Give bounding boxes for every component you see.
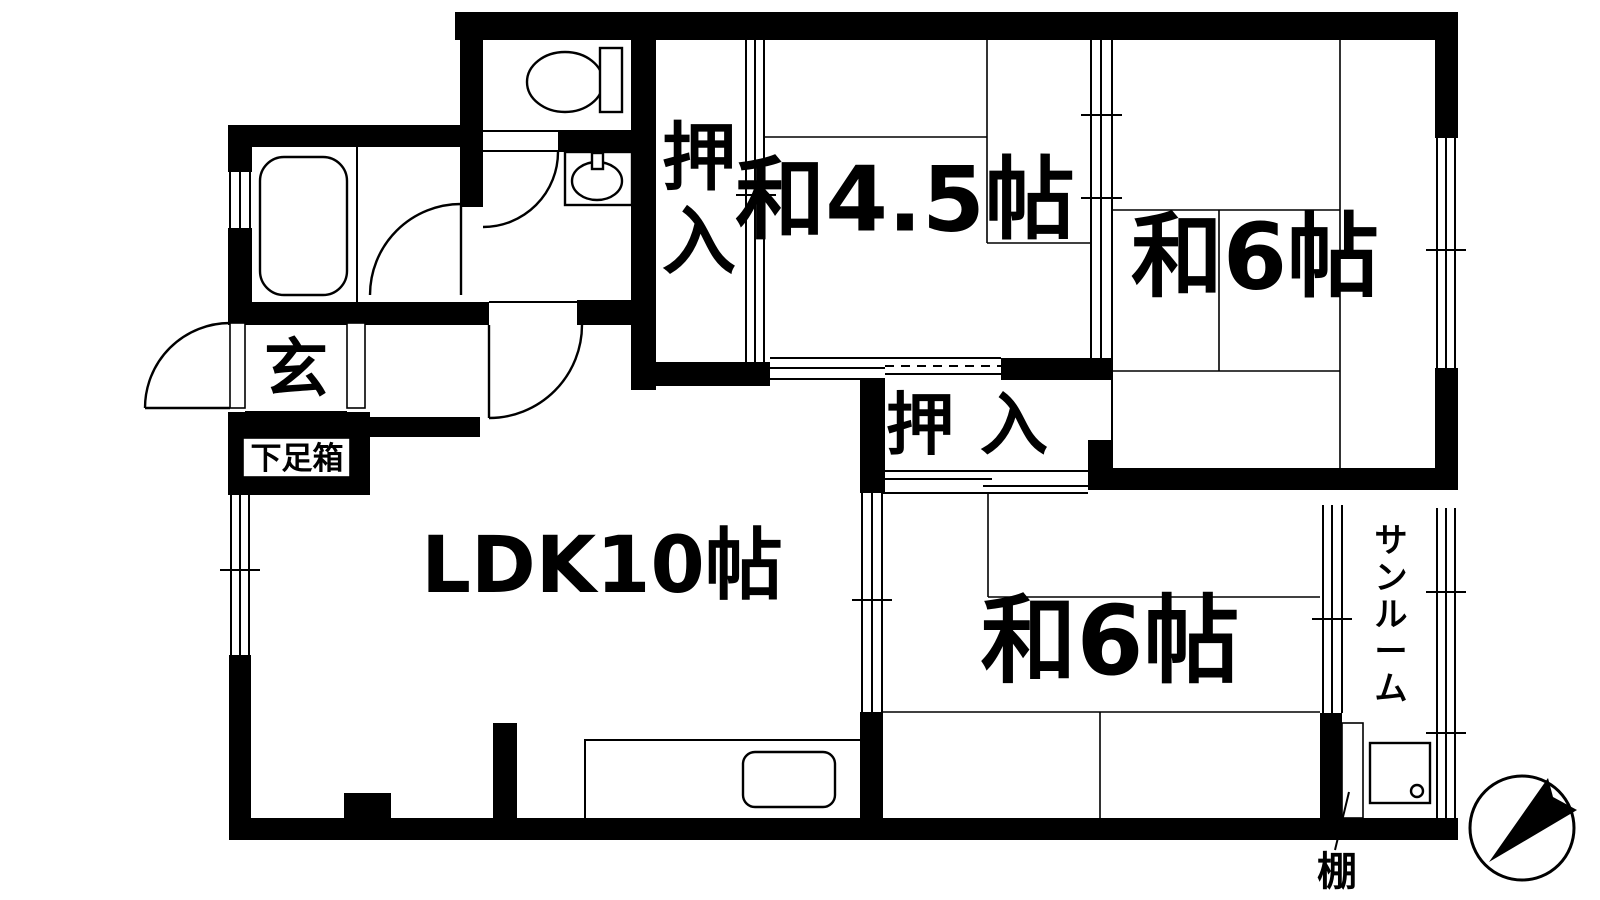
label-closet-upper-char2: 入: [662, 199, 736, 285]
kitchen-counter: [584, 739, 860, 818]
wall-stub-small: [344, 793, 391, 818]
doors: [143, 130, 584, 420]
room45-south-slider: [770, 357, 1113, 440]
washer-pan-icon: [1368, 741, 1432, 805]
label-room-6-lower: 和6帖: [981, 585, 1240, 697]
fixtures: [258, 46, 1577, 882]
wall-room45-south-right: [1001, 358, 1113, 380]
label-sunroom-char4: ー: [1375, 632, 1408, 671]
closet1-fusuma: [736, 40, 776, 362]
label-genkan: 玄: [264, 333, 328, 407]
wall-hall-south-right: [577, 300, 633, 325]
label-room-6-upper: 和6帖: [1131, 204, 1379, 311]
labels: 和4.5帖 和6帖 押 入 押入 LDK10帖 和6帖 玄 下足箱 サ ン ル …: [242, 115, 1408, 895]
label-closet-upper-char1: 押: [662, 115, 736, 201]
wall-pillar-sunroom: [1320, 713, 1342, 818]
label-shoe-box: 下足箱: [251, 441, 344, 477]
bath-window: [228, 172, 252, 228]
wall-stub-kitchen: [493, 723, 517, 818]
wall-pillar-ldk-room6: [860, 712, 883, 820]
ldk-door: [487, 300, 584, 420]
sunroom-window: [1426, 508, 1466, 818]
label-room-45: 和4.5帖: [735, 148, 1074, 253]
wall-top: [455, 12, 1458, 40]
label-sunroom-char5: ム: [1375, 669, 1408, 708]
wall-toilet-south-right: [558, 130, 653, 152]
windows-and-sliders: [220, 40, 1466, 818]
washroom-door: [368, 202, 463, 296]
wall-right-mid: [1435, 368, 1458, 473]
wall-center-column: [631, 37, 656, 390]
wall-bath-south: [228, 302, 489, 325]
shelf-strip: [1341, 722, 1364, 819]
sink-icon: [563, 150, 634, 207]
toilet-door: [482, 130, 560, 229]
ldk-window: [220, 495, 260, 655]
label-sunroom-char1: サ: [1375, 521, 1408, 560]
bathtub-icon: [258, 155, 349, 297]
ldk-room6-slider: [852, 493, 892, 712]
toilet-icon: [525, 46, 624, 114]
entrance-jamb-left: [229, 322, 246, 409]
shoe-box-label: 下足箱: [242, 437, 351, 478]
label-sunroom-char2: ン: [1375, 558, 1408, 597]
label-ldk: LDK10帖: [421, 521, 782, 611]
wall-closet2-left: [860, 378, 885, 493]
closet2-fusuma: [883, 470, 1088, 494]
label-closet-lower: 押入: [886, 387, 1074, 466]
entrance-door: [143, 321, 366, 410]
wall-left-lower: [229, 655, 251, 840]
wall-toilet-left-column: [460, 12, 483, 207]
kitchen-sink-icon: [741, 750, 837, 809]
wall-right-top: [1435, 12, 1458, 138]
wall-bath-top: [228, 125, 483, 147]
entrance-jamb-right: [346, 322, 366, 409]
wall-bottom: [229, 818, 1458, 840]
wall-left-above-bath-window: [228, 125, 252, 172]
room6-upper-window: [1426, 138, 1466, 368]
tatami-lines: [245, 40, 1341, 818]
shelf-leader-line: [1334, 791, 1350, 851]
label-shelf: 棚: [1317, 849, 1357, 895]
north-compass-icon: [1468, 774, 1577, 882]
label-sunroom-char3: ル: [1375, 595, 1408, 634]
wall-closet1-south: [654, 362, 770, 386]
wall-ldk-north-stub: [347, 417, 480, 437]
sunroom-slider: [1312, 505, 1352, 713]
wall-room6-upper-south: [1088, 468, 1458, 490]
